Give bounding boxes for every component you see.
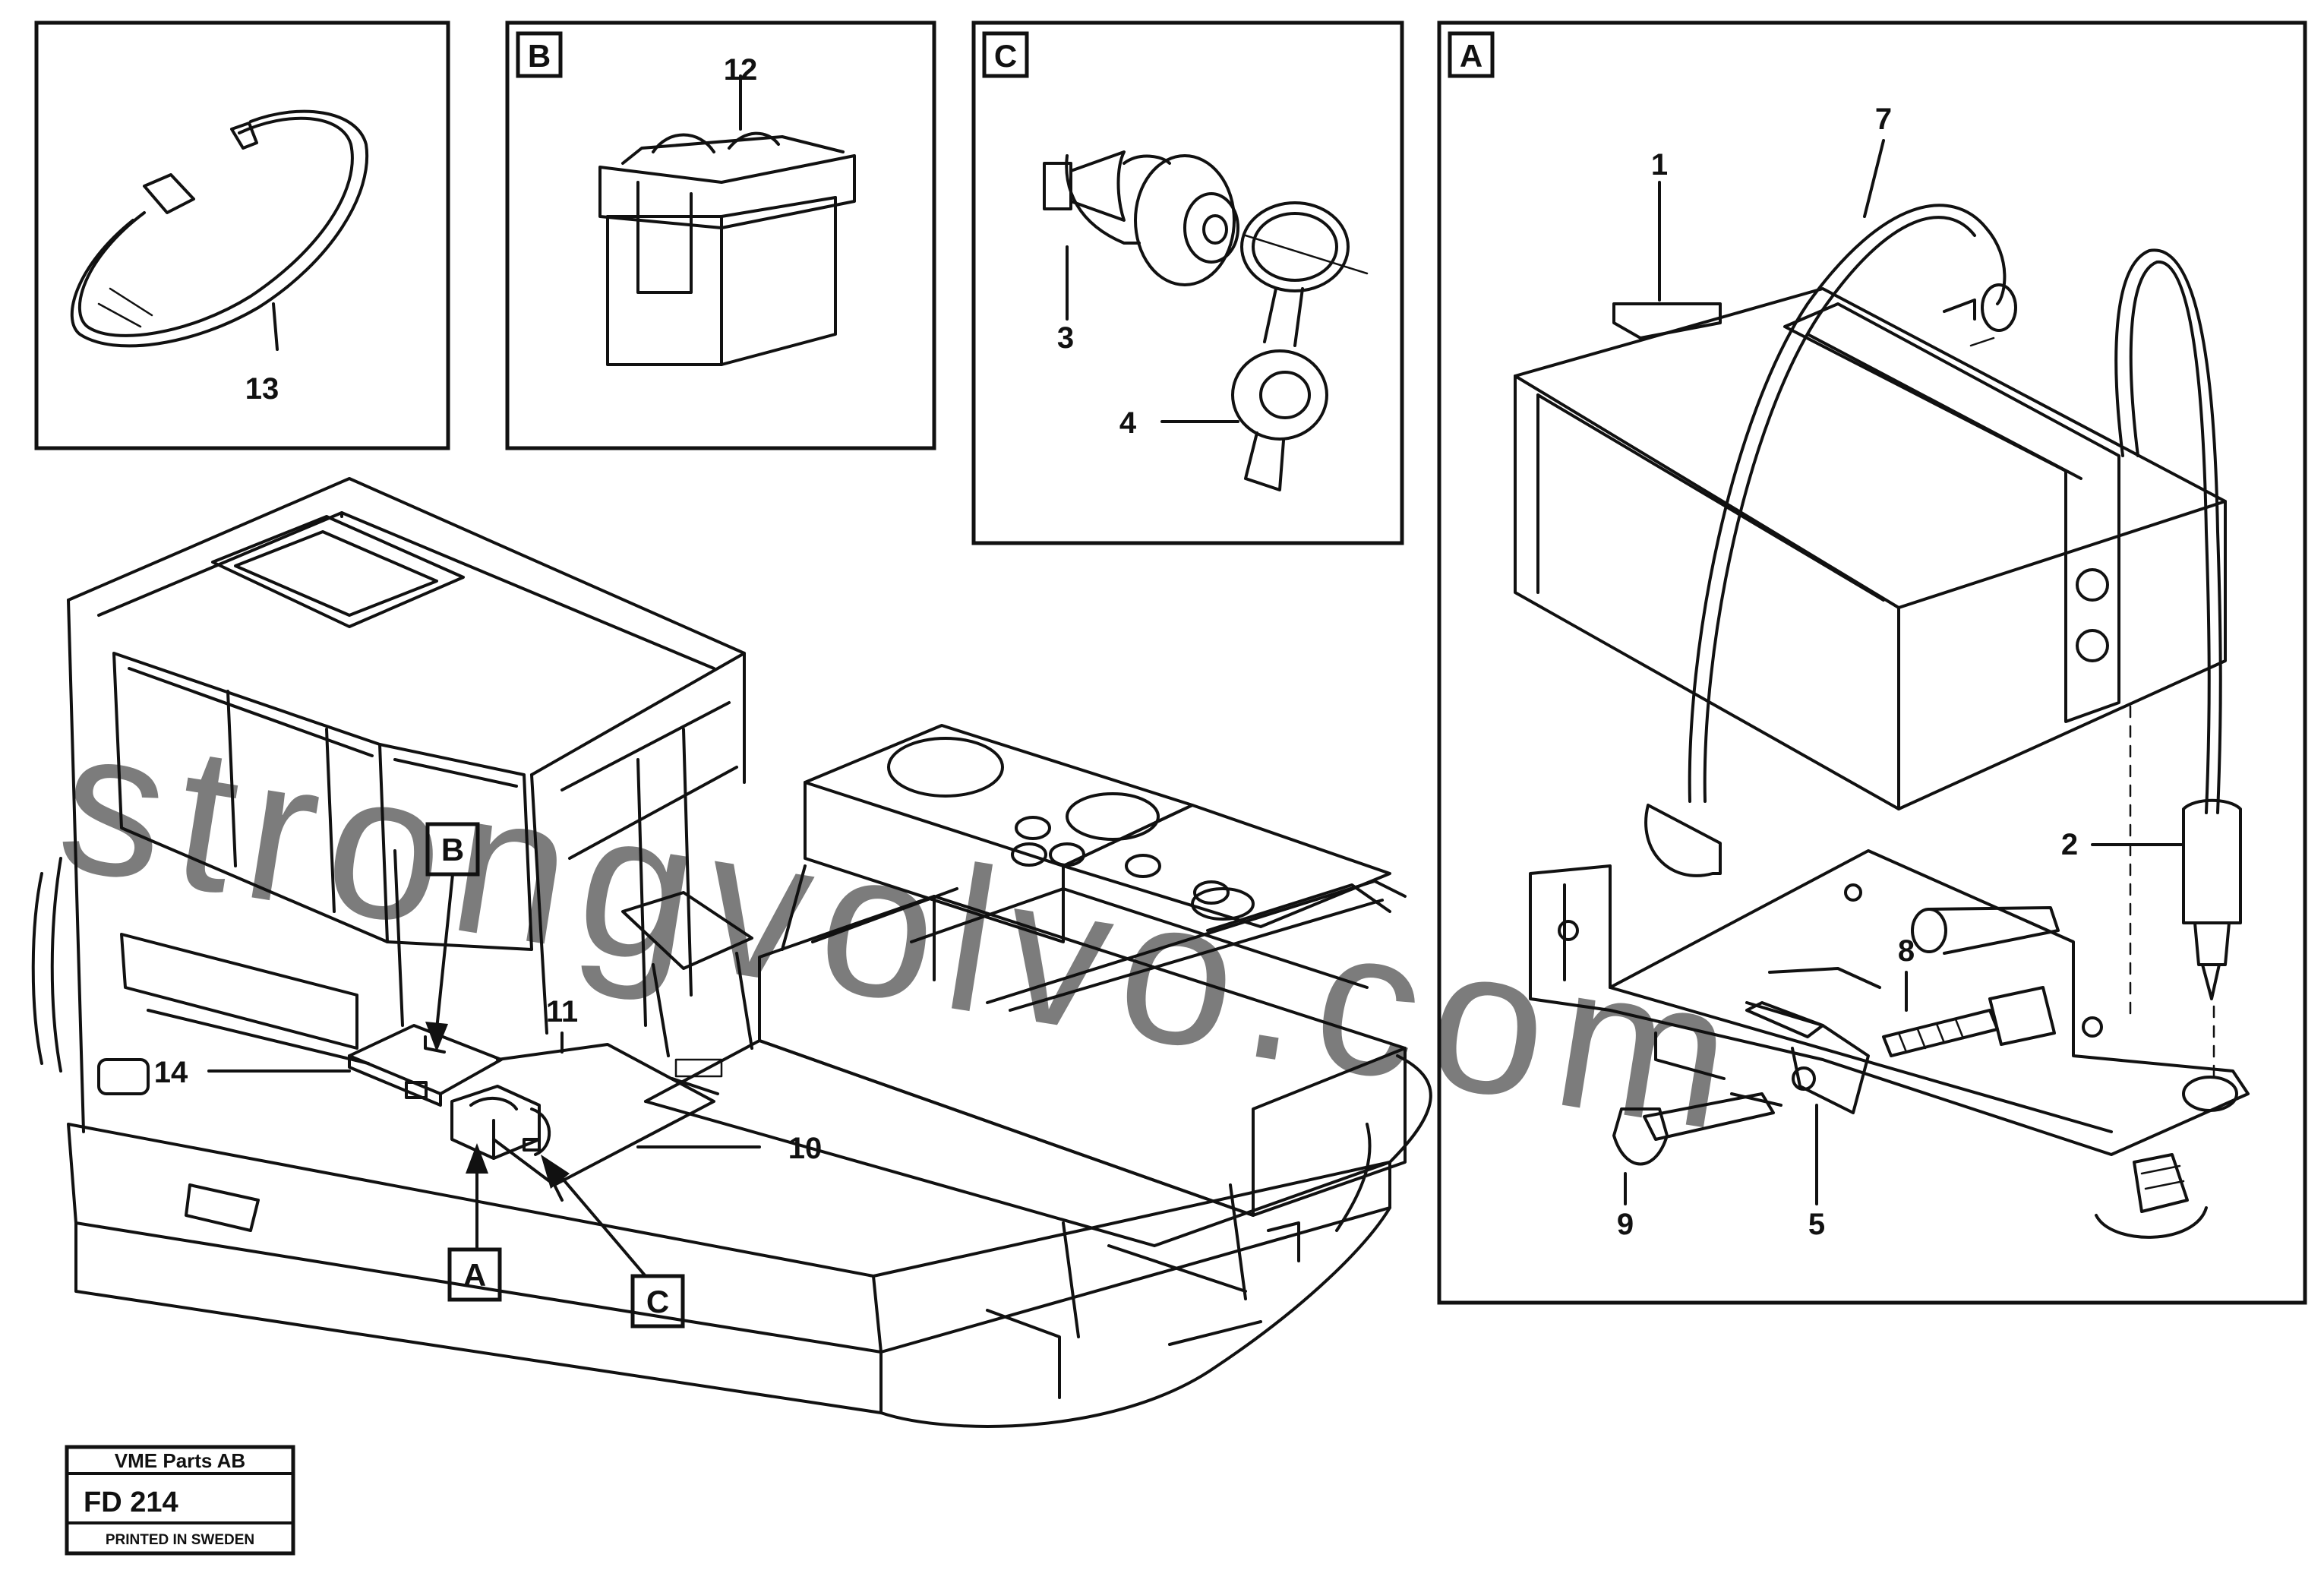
detail-letter-b: B (528, 38, 551, 74)
box-drawing (1514, 287, 2227, 810)
machine-drawing (31, 477, 1432, 1428)
socket-in-cab (450, 1085, 551, 1160)
label-8: 8 (1898, 934, 1915, 968)
callout-c[interactable]: C (541, 1155, 685, 1329)
title-block-company: VME Parts AB (115, 1449, 245, 1472)
detail-panel-c: C 3 4 (971, 21, 1404, 545)
callout-letter-b: B (441, 832, 464, 867)
label-10: 10 (788, 1132, 823, 1165)
bolt-8-drawing (1882, 986, 2056, 1057)
cable-tie-drawing (70, 109, 369, 351)
socket-drawing (1043, 150, 1369, 491)
label-11: 11 (546, 995, 578, 1028)
cable-drawing (1644, 204, 2242, 1000)
detail-letter-c: C (994, 38, 1017, 74)
label-3: 3 (1057, 321, 1074, 355)
title-block-footer: PRINTED IN SWEDEN (106, 1532, 254, 1548)
bolt-9-drawing (1612, 1092, 1782, 1166)
callout-letter-a: A (463, 1257, 486, 1293)
detail-panel-a: A (1437, 21, 2307, 1305)
detail-panel-cable-tie: 13 (34, 21, 450, 450)
label-4: 4 (1119, 406, 1137, 440)
callout-a[interactable]: A (447, 1143, 502, 1302)
callout-b[interactable]: B (425, 822, 480, 1052)
label-1: 1 (1651, 148, 1668, 182)
watermark: strongvolvo.com (46, 684, 1760, 1176)
label-2: 2 (2061, 828, 2078, 861)
label-12: 12 (724, 53, 758, 87)
title-block-figure-code: FD 214 (84, 1486, 178, 1518)
label-5: 5 (1808, 1208, 1825, 1241)
label-9: 9 (1617, 1208, 1634, 1241)
screw-drawing (2095, 1153, 2208, 1239)
callout-letter-c: C (646, 1284, 669, 1319)
relay-holder-drawing (598, 74, 856, 366)
cover-plate-11 (492, 1043, 723, 1202)
title-block: VME Parts AB FD 214 PRINTED IN SWEDEN (65, 1445, 295, 1556)
detail-panel-b: B 12 (505, 21, 936, 450)
label-13: 13 (245, 372, 279, 406)
detail-letter-a: A (1460, 38, 1482, 74)
label-14: 14 (154, 1056, 188, 1089)
bracket-drawing (1529, 849, 2250, 1156)
label-7: 7 (1875, 103, 1892, 136)
